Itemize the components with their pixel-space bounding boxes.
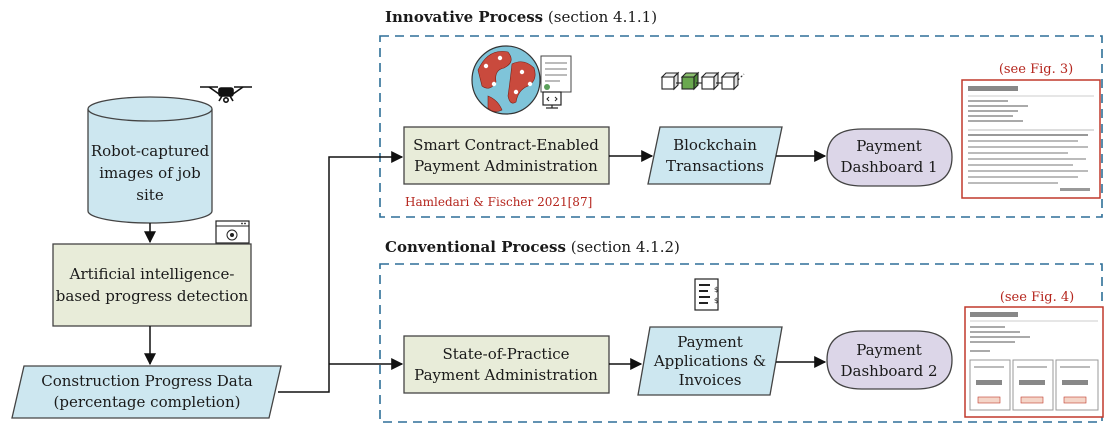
svg-text:$: $ bbox=[714, 297, 718, 305]
innovative-title: Innovative Process (section 4.1.1) bbox=[385, 8, 657, 26]
blockchain-line2: Transactions bbox=[666, 157, 764, 175]
globe-network-icon bbox=[471, 45, 541, 115]
drone-icon bbox=[200, 86, 252, 104]
svg-text:$: $ bbox=[714, 286, 718, 294]
invoice-icon: $ $ bbox=[694, 278, 719, 311]
database-line2: images of job bbox=[99, 164, 201, 182]
ai-line2: based progress detection bbox=[56, 287, 249, 305]
ai-line1: Artificial intelligence- bbox=[69, 265, 235, 283]
state-practice-line2: Payment Administration bbox=[414, 366, 598, 384]
progress-data-line2: (percentage completion) bbox=[54, 393, 241, 411]
database-line1: Robot-captured bbox=[91, 142, 210, 160]
document-icon bbox=[540, 55, 572, 93]
dashboard-1-line1: Payment bbox=[856, 137, 922, 155]
citation: Hamledari & Fischer 2021[87] bbox=[405, 195, 592, 209]
fig-ref-3: (see Fig. 3) bbox=[999, 62, 1073, 77]
ai-window-icon bbox=[215, 220, 250, 244]
applications-box bbox=[637, 326, 783, 396]
progress-data-box bbox=[11, 365, 282, 419]
dashboard-screenshot-1 bbox=[961, 79, 1101, 199]
dashboard-2-line2: Dashboard 2 bbox=[841, 362, 938, 380]
ai-detection-box bbox=[52, 243, 252, 327]
blockchain-box bbox=[647, 126, 783, 185]
blockchain-icon bbox=[660, 71, 745, 91]
arrow-data-to-smart-contract bbox=[278, 151, 404, 393]
database-line3: site bbox=[136, 186, 164, 204]
smart-contract-line2: Payment Administration bbox=[414, 157, 598, 175]
smart-contract-box bbox=[403, 126, 610, 185]
dashboard-2-shape bbox=[826, 330, 953, 390]
dashboard-2-line1: Payment bbox=[856, 341, 922, 359]
state-practice-line1: State-of-Practice bbox=[442, 345, 569, 363]
applications-line3: Invoices bbox=[679, 371, 742, 389]
innovative-dashed-frame bbox=[379, 35, 1103, 218]
database-cylinder bbox=[87, 96, 213, 224]
dashboard-1-shape bbox=[826, 128, 953, 187]
blockchain-line1: Blockchain bbox=[673, 136, 757, 154]
dashboard-1-line2: Dashboard 1 bbox=[841, 158, 938, 176]
smart-contract-line1: Smart Contract-Enabled bbox=[413, 136, 599, 154]
dashboard-screenshot-2 bbox=[964, 306, 1104, 418]
applications-line2: Applications & bbox=[653, 352, 766, 370]
monitor-icon bbox=[542, 91, 562, 109]
fig-ref-4: (see Fig. 4) bbox=[1000, 290, 1074, 305]
conventional-title: Conventional Process (section 4.1.2) bbox=[385, 238, 680, 256]
applications-line1: Payment bbox=[677, 333, 743, 351]
progress-data-line1: Construction Progress Data bbox=[41, 372, 253, 390]
